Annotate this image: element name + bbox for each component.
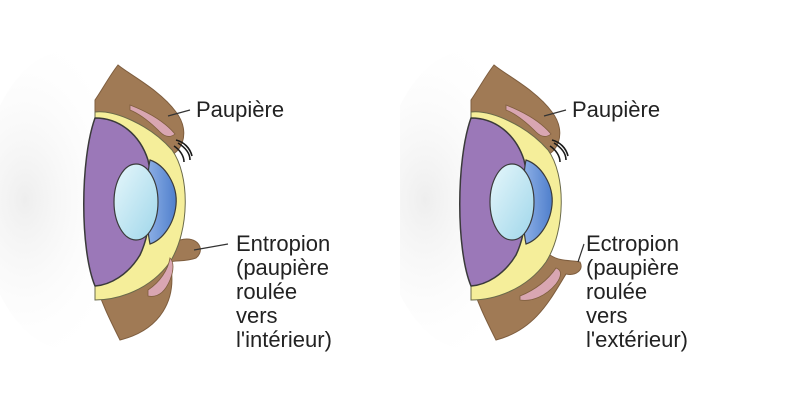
panel-entropion: Paupière Entropion (paupière roulée vers… — [0, 50, 332, 352]
entropion-eye-diagram — [0, 50, 229, 350]
condition-line: (paupière — [586, 255, 679, 280]
lower-lid-inner — [147, 257, 174, 297]
condition-label-entropion: Entropion (paupière roulée vers l'intéri… — [236, 232, 332, 352]
lower-lid-inner — [519, 267, 561, 301]
upper-lid-inner — [505, 104, 552, 137]
leader-line-condition — [193, 243, 229, 251]
leader-line-lid — [543, 109, 567, 117]
eyelid-label: Paupière — [572, 97, 661, 122]
eyelid-label: Paupière — [196, 97, 285, 122]
condition-line: vers — [586, 303, 628, 328]
cornea — [113, 163, 159, 241]
condition-line: l'extérieur) — [586, 327, 689, 352]
cornea — [489, 163, 535, 241]
eyelashes — [549, 139, 569, 163]
upper-lid-inner — [129, 104, 176, 137]
leader-line-lid — [167, 109, 191, 117]
condition-line: vers — [236, 303, 278, 328]
leader-line-condition — [577, 243, 585, 263]
condition-line: (paupière — [236, 255, 329, 280]
condition-line: Entropion — [236, 231, 331, 256]
ectropion-eye-diagram — [400, 50, 585, 350]
condition-line: l'intérieur) — [236, 327, 332, 352]
eyelashes — [173, 139, 193, 163]
condition-line: roulée — [236, 279, 298, 304]
panel-ectropion: Paupière Ectropion (paupière roulée vers… — [400, 0, 800, 412]
condition-label-ectropion: Ectropion (paupière roulée vers l'extéri… — [586, 232, 688, 352]
condition-line: Ectropion — [586, 231, 679, 256]
condition-line: roulée — [586, 279, 648, 304]
